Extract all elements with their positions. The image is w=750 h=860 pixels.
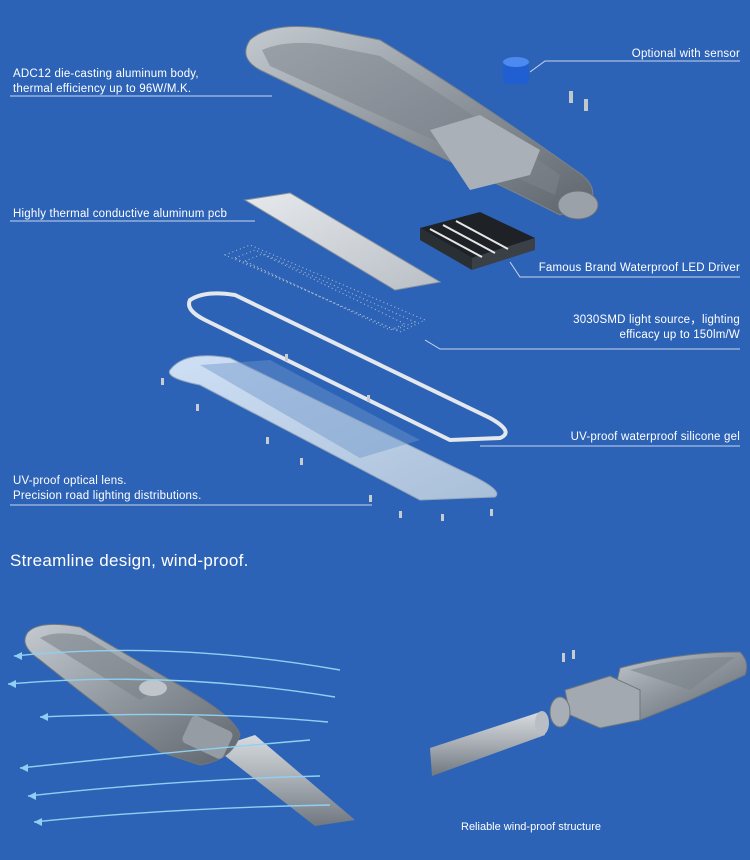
callout-pcb: Highly thermal conductive aluminum pcb	[13, 208, 228, 220]
callout-light-source: 3030SMD light source，lighting efficacy u…	[573, 313, 740, 343]
callout-lens-line-1: UV-proof optical lens.	[13, 475, 127, 487]
silicone-gasket	[187, 291, 508, 443]
optical-lens	[168, 355, 498, 501]
callout-sensor: Optional with sensor	[631, 48, 740, 60]
aluminum-housing	[245, 26, 599, 220]
wind-proof-structure-illustration	[430, 650, 748, 776]
sensor-module	[503, 57, 588, 111]
callout-body-line-2: thermal efficiency up to 96W/M.K.	[13, 83, 192, 95]
callout-lens: UV-proof optical lens. Precision road li…	[13, 474, 202, 504]
wind-test-illustration	[7, 623, 355, 826]
led-driver-module	[420, 212, 535, 270]
structure-caption: Reliable wind-proof structure	[461, 821, 602, 833]
callout-lens-line-2: Precision road lighting distributions.	[13, 490, 202, 502]
callout-light-source-line-2: efficacy up to 150lm/W	[619, 329, 740, 341]
callout-silicone: UV-proof waterproof silicone gel	[570, 431, 740, 443]
callout-body-line-1: ADC12 die-casting aluminum body,	[13, 68, 199, 80]
leader-lines	[10, 60, 740, 506]
led-array	[223, 244, 427, 333]
aluminum-pcb	[243, 192, 442, 291]
section-heading: Streamline design, wind-proof.	[10, 551, 249, 570]
callout-body: ADC12 die-casting aluminum body, thermal…	[13, 67, 199, 97]
callout-light-source-line-1: 3030SMD light source，lighting	[573, 314, 740, 326]
callout-driver: Famous Brand Waterproof LED Driver	[538, 262, 740, 274]
fastener-screws	[161, 354, 493, 521]
